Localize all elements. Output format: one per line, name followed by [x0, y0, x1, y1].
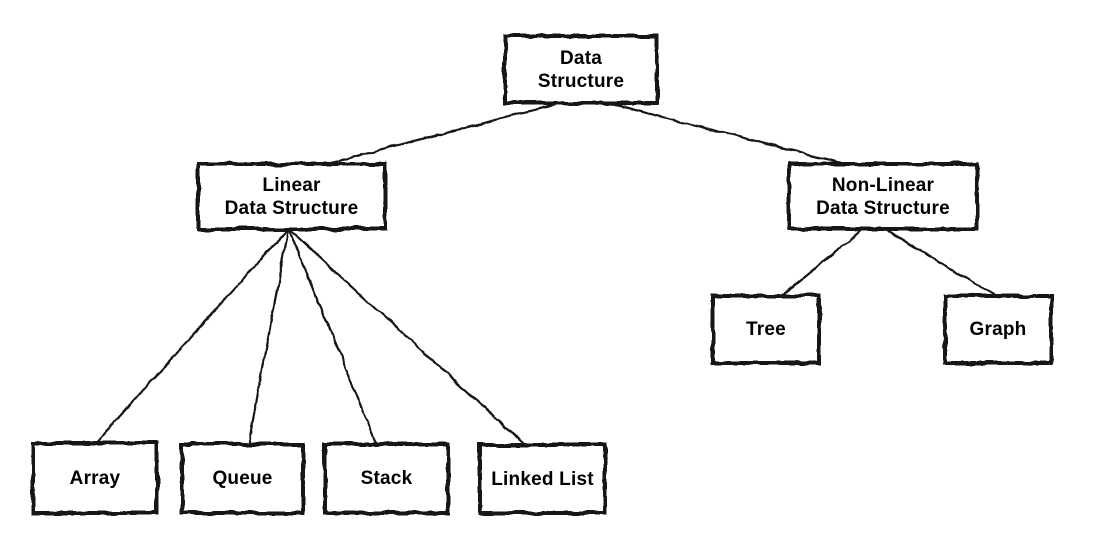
node-graph-label: Graph — [969, 319, 1027, 340]
node-box-queue — [180, 442, 305, 515]
node-linear: Linear Data Structure — [198, 164, 385, 229]
edge-root-linear — [311, 102, 559, 169]
edge-linear-stack — [287, 228, 380, 449]
node-linear-label-line2: Data Structure — [224, 197, 359, 219]
edge-linear-linked-list — [288, 228, 530, 450]
node-root-label-line2: Structure — [537, 70, 625, 92]
node-queue-label: Queue — [212, 468, 273, 489]
node-box-nonlinear — [787, 162, 979, 231]
node-tree-label: Tree — [746, 319, 786, 340]
node-tree: Tree — [713, 296, 819, 363]
node-box-linked-list — [478, 443, 607, 515]
node-box-stack — [323, 442, 450, 515]
node-array: Array — [33, 443, 157, 513]
edge-nonlinear-graph — [886, 229, 1004, 301]
node-box-linear — [196, 162, 387, 231]
edge-linear-queue — [246, 228, 290, 449]
node-nonlinear: Non-Linear Data Structure — [789, 164, 977, 229]
edge-root-nonlinear — [610, 102, 859, 169]
node-box-tree — [711, 294, 821, 365]
node-stack-label: Stack — [360, 468, 413, 489]
node-nonlinear-label-line1: Non-Linear — [831, 174, 935, 196]
node-graph: Graph — [945, 296, 1051, 363]
node-root: Data Structure — [505, 36, 657, 103]
node-linked-list: Linked List — [480, 445, 605, 513]
node-linked-list-label: Linked List — [491, 468, 594, 490]
node-box-array — [31, 441, 159, 515]
node-box-graph — [943, 294, 1053, 365]
edge-linear-array — [91, 228, 289, 448]
node-stack: Stack — [325, 444, 448, 513]
node-box-root — [503, 34, 659, 105]
node-nonlinear-label-line2: Data Structure — [816, 197, 950, 219]
node-root-label-line1: Data — [560, 47, 602, 69]
edge-nonlinear-tree — [775, 229, 863, 301]
node-queue: Queue — [182, 444, 303, 513]
node-array-label: Array — [69, 467, 121, 489]
node-linear-label-line1: Linear — [262, 174, 321, 196]
